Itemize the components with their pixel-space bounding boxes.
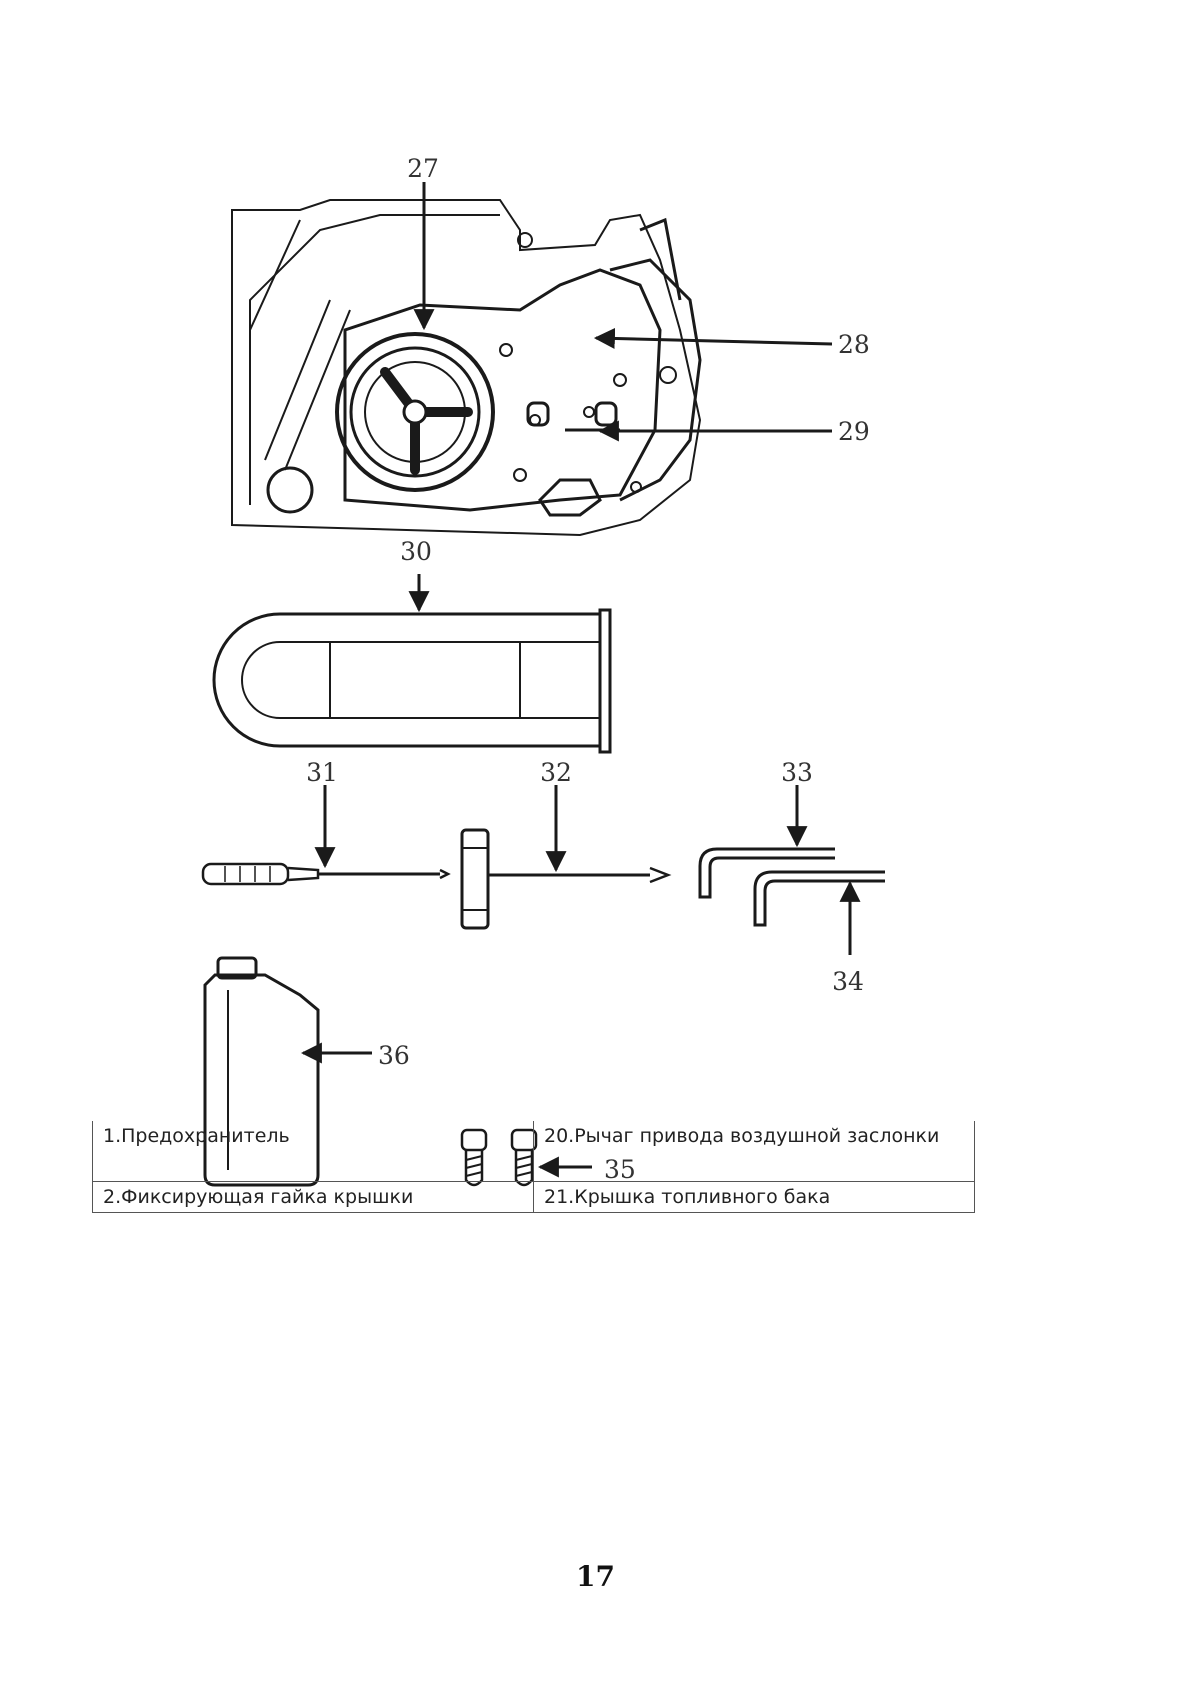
guide-bar (212, 608, 612, 754)
table-cell: 1.Предохранитель (92, 1121, 534, 1182)
callout-29: 29 (838, 417, 870, 446)
callout-30: 30 (400, 537, 432, 566)
hex-keys (698, 847, 885, 927)
table-row: 1.Предохранитель 20.Рычаг привода воздуш… (92, 1121, 975, 1182)
screwdriver (201, 862, 451, 886)
parts-legend-table: 1.Предохранитель 20.Рычаг привода воздуш… (92, 1121, 975, 1213)
page-number: 17 (576, 1560, 615, 1593)
callout-36: 36 (378, 1041, 410, 1070)
table-row: 2.Фиксирующая гайка крышки 21.Крышка топ… (92, 1181, 975, 1213)
leader-lines (300, 182, 861, 1178)
callout-27: 27 (407, 154, 439, 183)
table-cell: 20.Рычаг привода воздушной заслонки (533, 1121, 975, 1182)
callout-34: 34 (832, 967, 864, 996)
callout-33: 33 (781, 758, 813, 787)
chainsaw-body (231, 199, 702, 537)
callout-28: 28 (838, 330, 870, 359)
callout-32: 32 (540, 758, 572, 787)
table-cell: 2.Фиксирующая гайка крышки (92, 1181, 534, 1213)
table-cell: 21.Крышка топливного бака (533, 1181, 975, 1213)
t-wrench (460, 828, 672, 930)
callout-31: 31 (306, 758, 338, 787)
